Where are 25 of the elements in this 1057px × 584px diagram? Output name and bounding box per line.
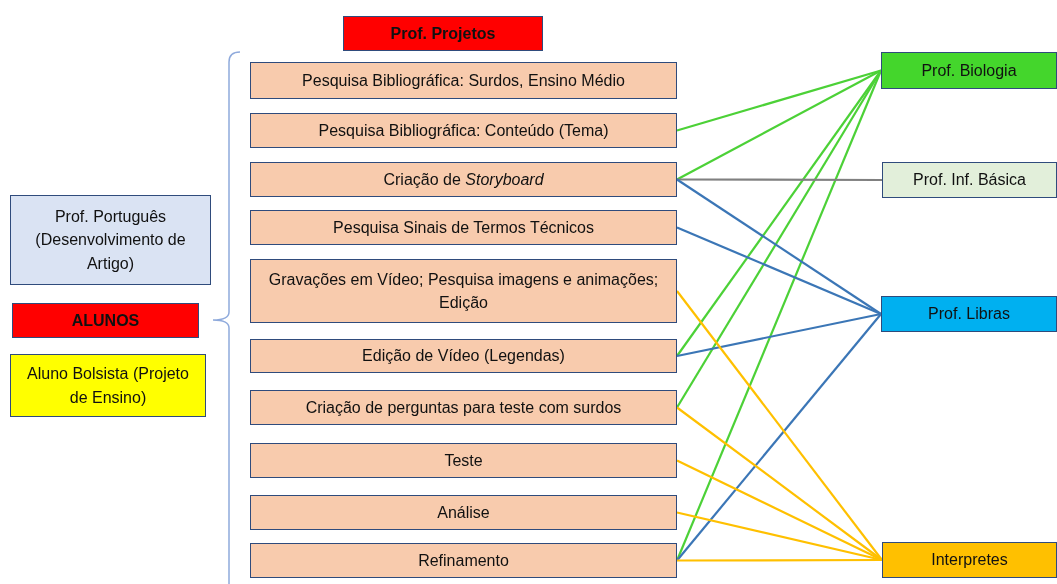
task-box: Edição de Vídeo (Legendas): [250, 339, 677, 373]
task-box: Refinamento: [250, 543, 677, 578]
task-box: Pesquisa Sinais de Termos Técnicos: [250, 210, 677, 245]
task-box: Criação de perguntas para teste com surdos: [250, 390, 677, 425]
role-box: Prof. Biologia: [881, 52, 1057, 89]
task-box: Pesquisa Bibliográfica: Conteúdo (Tema): [250, 113, 677, 148]
role-box: Prof. Inf. Básica: [882, 162, 1057, 198]
role-box: Interpretes: [882, 542, 1057, 578]
role-box: Prof. Português (Desenvolvimento de Artigo): [10, 195, 211, 285]
connector-line: [676, 226, 882, 315]
role-box: Prof. Libras: [881, 296, 1057, 332]
task-box: Gravações em Vídeo; Pesquisa imagens e animações; Edição: [250, 259, 677, 323]
task-box: Criação de Storyboard: [250, 162, 677, 197]
connector-line: [677, 558, 882, 562]
task-box: Teste: [250, 443, 677, 478]
connector-line: [676, 312, 882, 358]
role-box: Prof. Projetos: [343, 16, 543, 51]
role-box: Aluno Bolsista (Projeto de Ensino): [10, 354, 206, 417]
connector-line: [677, 178, 882, 182]
task-box: Análise: [250, 495, 677, 530]
task-box: Pesquisa Bibliográfica: Surdos, Ensino Médio: [250, 62, 677, 99]
role-box: ALUNOS: [12, 303, 199, 338]
connector-line: [676, 178, 882, 315]
connector-line: [676, 69, 882, 181]
connector-line: [676, 69, 882, 132]
